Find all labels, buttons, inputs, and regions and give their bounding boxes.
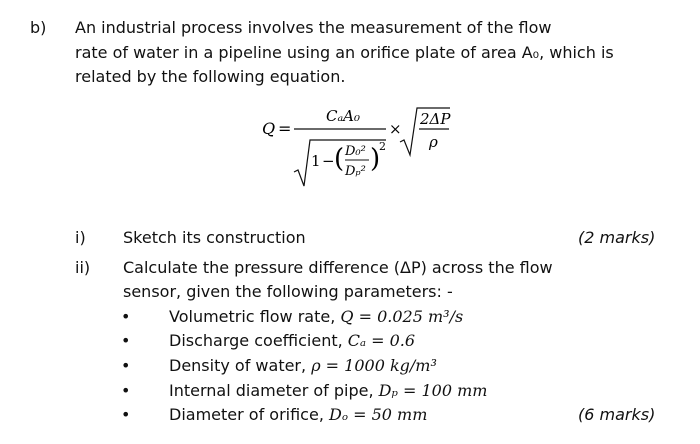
parameter-label: Volumetric flow rate, [169,307,341,326]
parameter-value: ρ = 1000 kg/m³ [311,356,437,375]
parameter-item: Discharge coefficient, Cₐ = 0.6 [169,330,415,352]
denominator-one: 1 [311,152,321,170]
equation-numerator: CₐA₀ [326,107,360,125]
equation-equals-sign: = [278,119,291,138]
left-paren: ( [334,144,344,174]
bullet-icon: • [121,331,131,350]
subpart-i-text: Sketch its construction [123,228,306,247]
parameter-label: Diameter of orifice, [169,405,329,424]
parameter-value: Dₚ = 100 mm [378,381,488,400]
sqrt-denominator: ρ [428,133,438,151]
bullet-icon: • [121,381,131,400]
velocity-radical [399,107,450,158]
parameter-value: Dₒ = 50 mm [329,405,428,424]
parameter-item: Density of water, ρ = 1000 kg/m³ [169,355,437,377]
ratio-bottom: Dₚ² [344,164,366,179]
parameter-label: Discharge coefficient, [169,331,348,350]
denominator-minus: − [322,152,335,170]
times-sign: × [389,120,402,138]
subpart-ii-line-1: Calculate the pressure difference (ΔP) a… [123,258,553,277]
intro-line-2: rate of water in a pipeline using an ori… [75,43,614,62]
sqrt-numerator: 2ΔP [419,110,451,128]
parameter-item: Internal diameter of pipe, Dₚ = 100 mm [169,380,487,402]
parameter-label: Density of water, [169,356,312,375]
parameter-label: Internal diameter of pipe, [169,381,379,400]
subpart-i-label: i) [75,228,86,247]
flow-equation: Q = CₐA₀ 1 − ( D₀² Dₚ² ) 2 × 2ΔP ρ [262,107,451,187]
bullet-icon: • [121,405,131,424]
parameter-value: Cₐ = 0.6 [347,331,416,350]
intro-line-3: related by the following equation. [75,67,346,86]
parameter-item: Volumetric flow rate, Q = 0.025 m³/s [169,306,463,328]
subpart-ii-label: ii) [75,258,91,277]
denominator-radical [293,139,386,187]
ratio-top: D₀² [344,144,366,159]
parameter-value: Q = 0.025 m³/s [340,307,464,326]
bullet-icon: • [121,307,131,326]
subpart-ii-marks: (6 marks) [578,405,656,424]
parameter-item: Diameter of orifice, Dₒ = 50 mm [169,404,427,426]
subpart-i-marks: (2 marks) [578,228,656,247]
part-label: b) [30,18,47,37]
subpart-ii-line-2: sensor, given the following parameters: … [123,282,453,301]
right-paren: ) [370,144,380,174]
bullet-icon: • [121,356,131,375]
outer-power: 2 [379,140,386,153]
equation-lhs: Q [262,119,275,138]
intro-line-1: An industrial process involves the measu… [75,18,552,37]
